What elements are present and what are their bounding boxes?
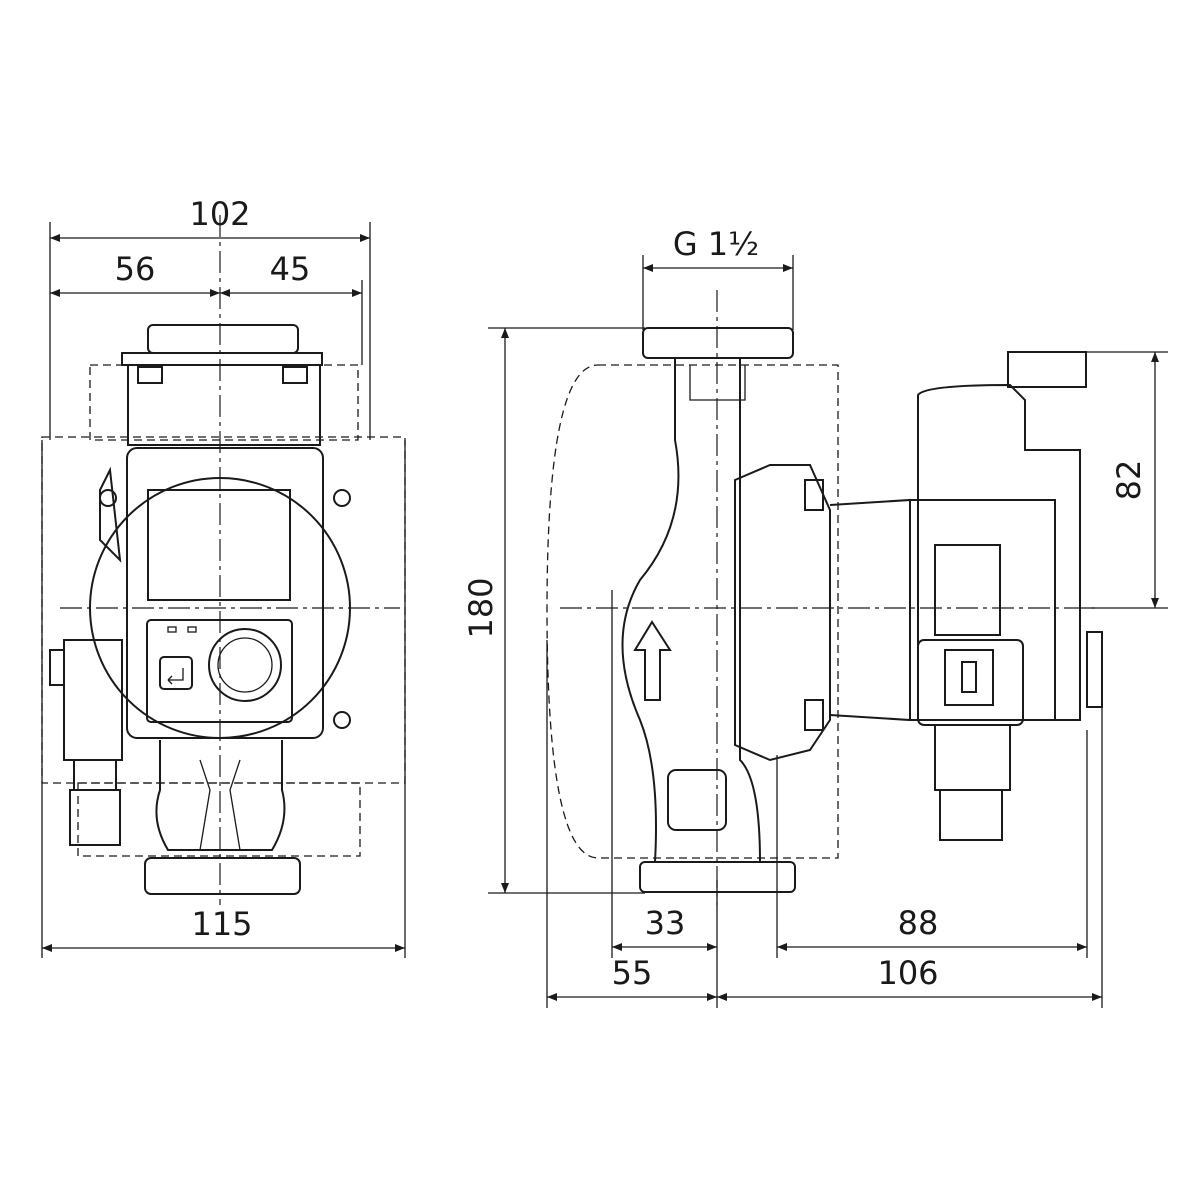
dim-label-82: 82 <box>1110 460 1148 501</box>
connector-ridges <box>1086 631 1103 708</box>
dim-label-180: 180 <box>462 577 500 638</box>
button-icon <box>159 656 193 690</box>
dim-label-33: 33 <box>645 904 686 942</box>
control-box <box>126 447 324 739</box>
dim-label-88: 88 <box>898 904 939 942</box>
dim-label-106: 106 <box>877 954 938 992</box>
dim-label-56: 56 <box>115 250 156 288</box>
dim-label-55: 55 <box>612 954 653 992</box>
front-view: 102 56 45 115 <box>41 195 406 958</box>
display-window <box>147 489 291 601</box>
dim-label-115: 115 <box>191 905 252 943</box>
dim-label-45: 45 <box>270 250 311 288</box>
flow-arrow-icon <box>633 620 672 701</box>
control-knob <box>208 628 282 702</box>
dim-label-g1half: G 1½ <box>673 225 759 263</box>
side-view: G 1½ 180 82 33 88 55 106 <box>462 225 1168 1008</box>
control-panel <box>146 619 293 723</box>
